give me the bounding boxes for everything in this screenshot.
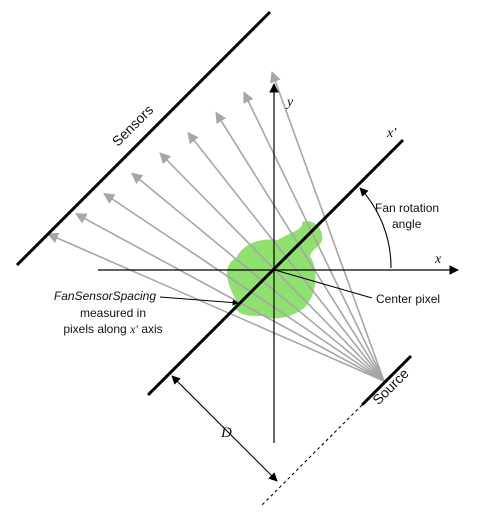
distance-dimension-line	[171, 375, 278, 482]
fss-axis-end: axis	[138, 322, 163, 336]
fan-ray-8	[243, 91, 385, 382]
fss-axis-text: pixels along	[63, 322, 130, 336]
center-pixel-leader	[274, 269, 373, 299]
fan-rotation-label-line1: Fan rotation	[375, 201, 439, 215]
axis-y-label: y	[285, 95, 294, 110]
fan-rotation-angle-arc	[359, 187, 392, 269]
center-pixel-label: Center pixel	[376, 292, 440, 306]
fan-ray-7	[215, 111, 385, 382]
distance-d-label: D	[220, 425, 232, 441]
fan-ray-1	[46, 232, 385, 382]
fan-sensor-spacing-axis-label: pixels along x′ axis	[63, 322, 162, 336]
sensor-array-line	[15, 10, 272, 267]
fan-rotation-label-line2: angle	[392, 217, 422, 231]
sensors-label: Sensors	[109, 102, 157, 150]
axis-xprime-label: x′	[386, 126, 397, 141]
ray-lines	[46, 70, 385, 382]
rotated-axis-line	[146, 138, 405, 397]
fan-sensor-spacing-leader	[159, 296, 239, 306]
source-plate	[360, 354, 413, 407]
axis-x-label: x	[434, 252, 442, 267]
fan-ray-4	[131, 172, 385, 382]
fan-ray-2	[75, 213, 385, 382]
fan-ray-9	[270, 70, 385, 382]
fan-sensor-spacing-measured-label: measured in	[80, 306, 146, 320]
fan-ray-5	[159, 152, 385, 382]
fan-sensor-spacing-label: FanSensorSpacing	[54, 289, 156, 303]
fan-ray-3	[103, 192, 385, 382]
fss-axis-symbol: x′	[129, 322, 138, 336]
source-extension-dashed	[261, 404, 363, 506]
